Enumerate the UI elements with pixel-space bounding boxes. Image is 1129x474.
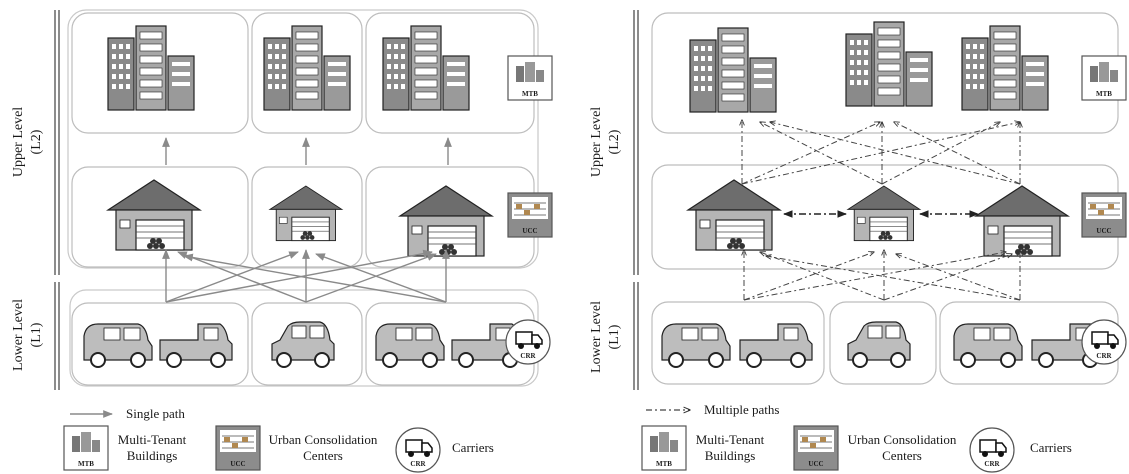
carrier-to-ucc-arrows xyxy=(744,250,1020,301)
carriers-legend-label: Carriers xyxy=(452,440,494,455)
van-icon xyxy=(375,323,445,368)
mtb-legend-label: Buildings xyxy=(127,448,178,463)
ucc-legend-label: Urban Consolidation xyxy=(848,432,957,447)
carrier-box xyxy=(651,301,825,385)
crr-legend-badge: CRR xyxy=(984,460,1000,468)
mtb-legend-label: Multi-Tenant xyxy=(118,432,187,447)
lower-level-label: Lower Level xyxy=(589,301,604,373)
ucc-legend-badge: UCC xyxy=(230,460,245,468)
upper-level-code: (L2) xyxy=(29,129,44,154)
left-panel: Upper Level (L2) Lower Level (L1) MTB UC… xyxy=(11,9,553,390)
ucc-badge-label: UCC xyxy=(1096,227,1111,235)
ucc-legend-badge: UCC xyxy=(808,460,823,468)
lower-level-code: (L1) xyxy=(29,322,44,347)
mtb-badge-label: MTB xyxy=(1096,90,1112,98)
ucc-to-mtb-arrows xyxy=(742,120,1020,185)
ucc-legend-label: Centers xyxy=(303,448,343,463)
mtb-badge-label: MTB xyxy=(522,90,538,98)
crr-badge-label: CRR xyxy=(520,352,536,360)
upper-level-label: Upper Level xyxy=(589,107,604,177)
multiple-paths-label: Multiple paths xyxy=(704,402,779,417)
single-path-arrows xyxy=(162,137,452,165)
carriers-legend-label: Carriers xyxy=(1030,440,1072,455)
van-icon xyxy=(661,323,731,368)
mtb-legend-badge: MTB xyxy=(656,460,672,468)
ucc-legend-label: Urban Consolidation xyxy=(269,432,378,447)
upper-level-label: Upper Level xyxy=(11,107,26,177)
upper-level-code: (L2) xyxy=(607,129,622,154)
upper-level-container xyxy=(67,9,539,269)
right-panel: Upper Level (L2) Lower Level (L1) MTB UC… xyxy=(589,10,1127,390)
mtb-legend-label: Buildings xyxy=(705,448,756,463)
crr-legend-badge: CRR xyxy=(410,460,426,468)
single-path-label: Single path xyxy=(126,406,185,421)
crr-badge-label: CRR xyxy=(1096,352,1112,360)
carrier-to-ucc-arrows xyxy=(162,249,450,303)
mtb-legend-badge: MTB xyxy=(78,460,94,468)
ucc-badge-label: UCC xyxy=(522,227,537,235)
van-icon xyxy=(83,323,153,368)
van-icon xyxy=(953,323,1023,368)
ucc-legend-label: Centers xyxy=(882,448,922,463)
lower-level-code: (L1) xyxy=(607,324,622,349)
lower-level-label: Lower Level xyxy=(11,299,26,371)
mtb-legend-label: Multi-Tenant xyxy=(696,432,765,447)
legend-left: Single path MTB Multi-Tenant Buildings U… xyxy=(63,406,494,473)
legend-right: Multiple paths MTB Multi-Tenant Building… xyxy=(641,402,1072,473)
